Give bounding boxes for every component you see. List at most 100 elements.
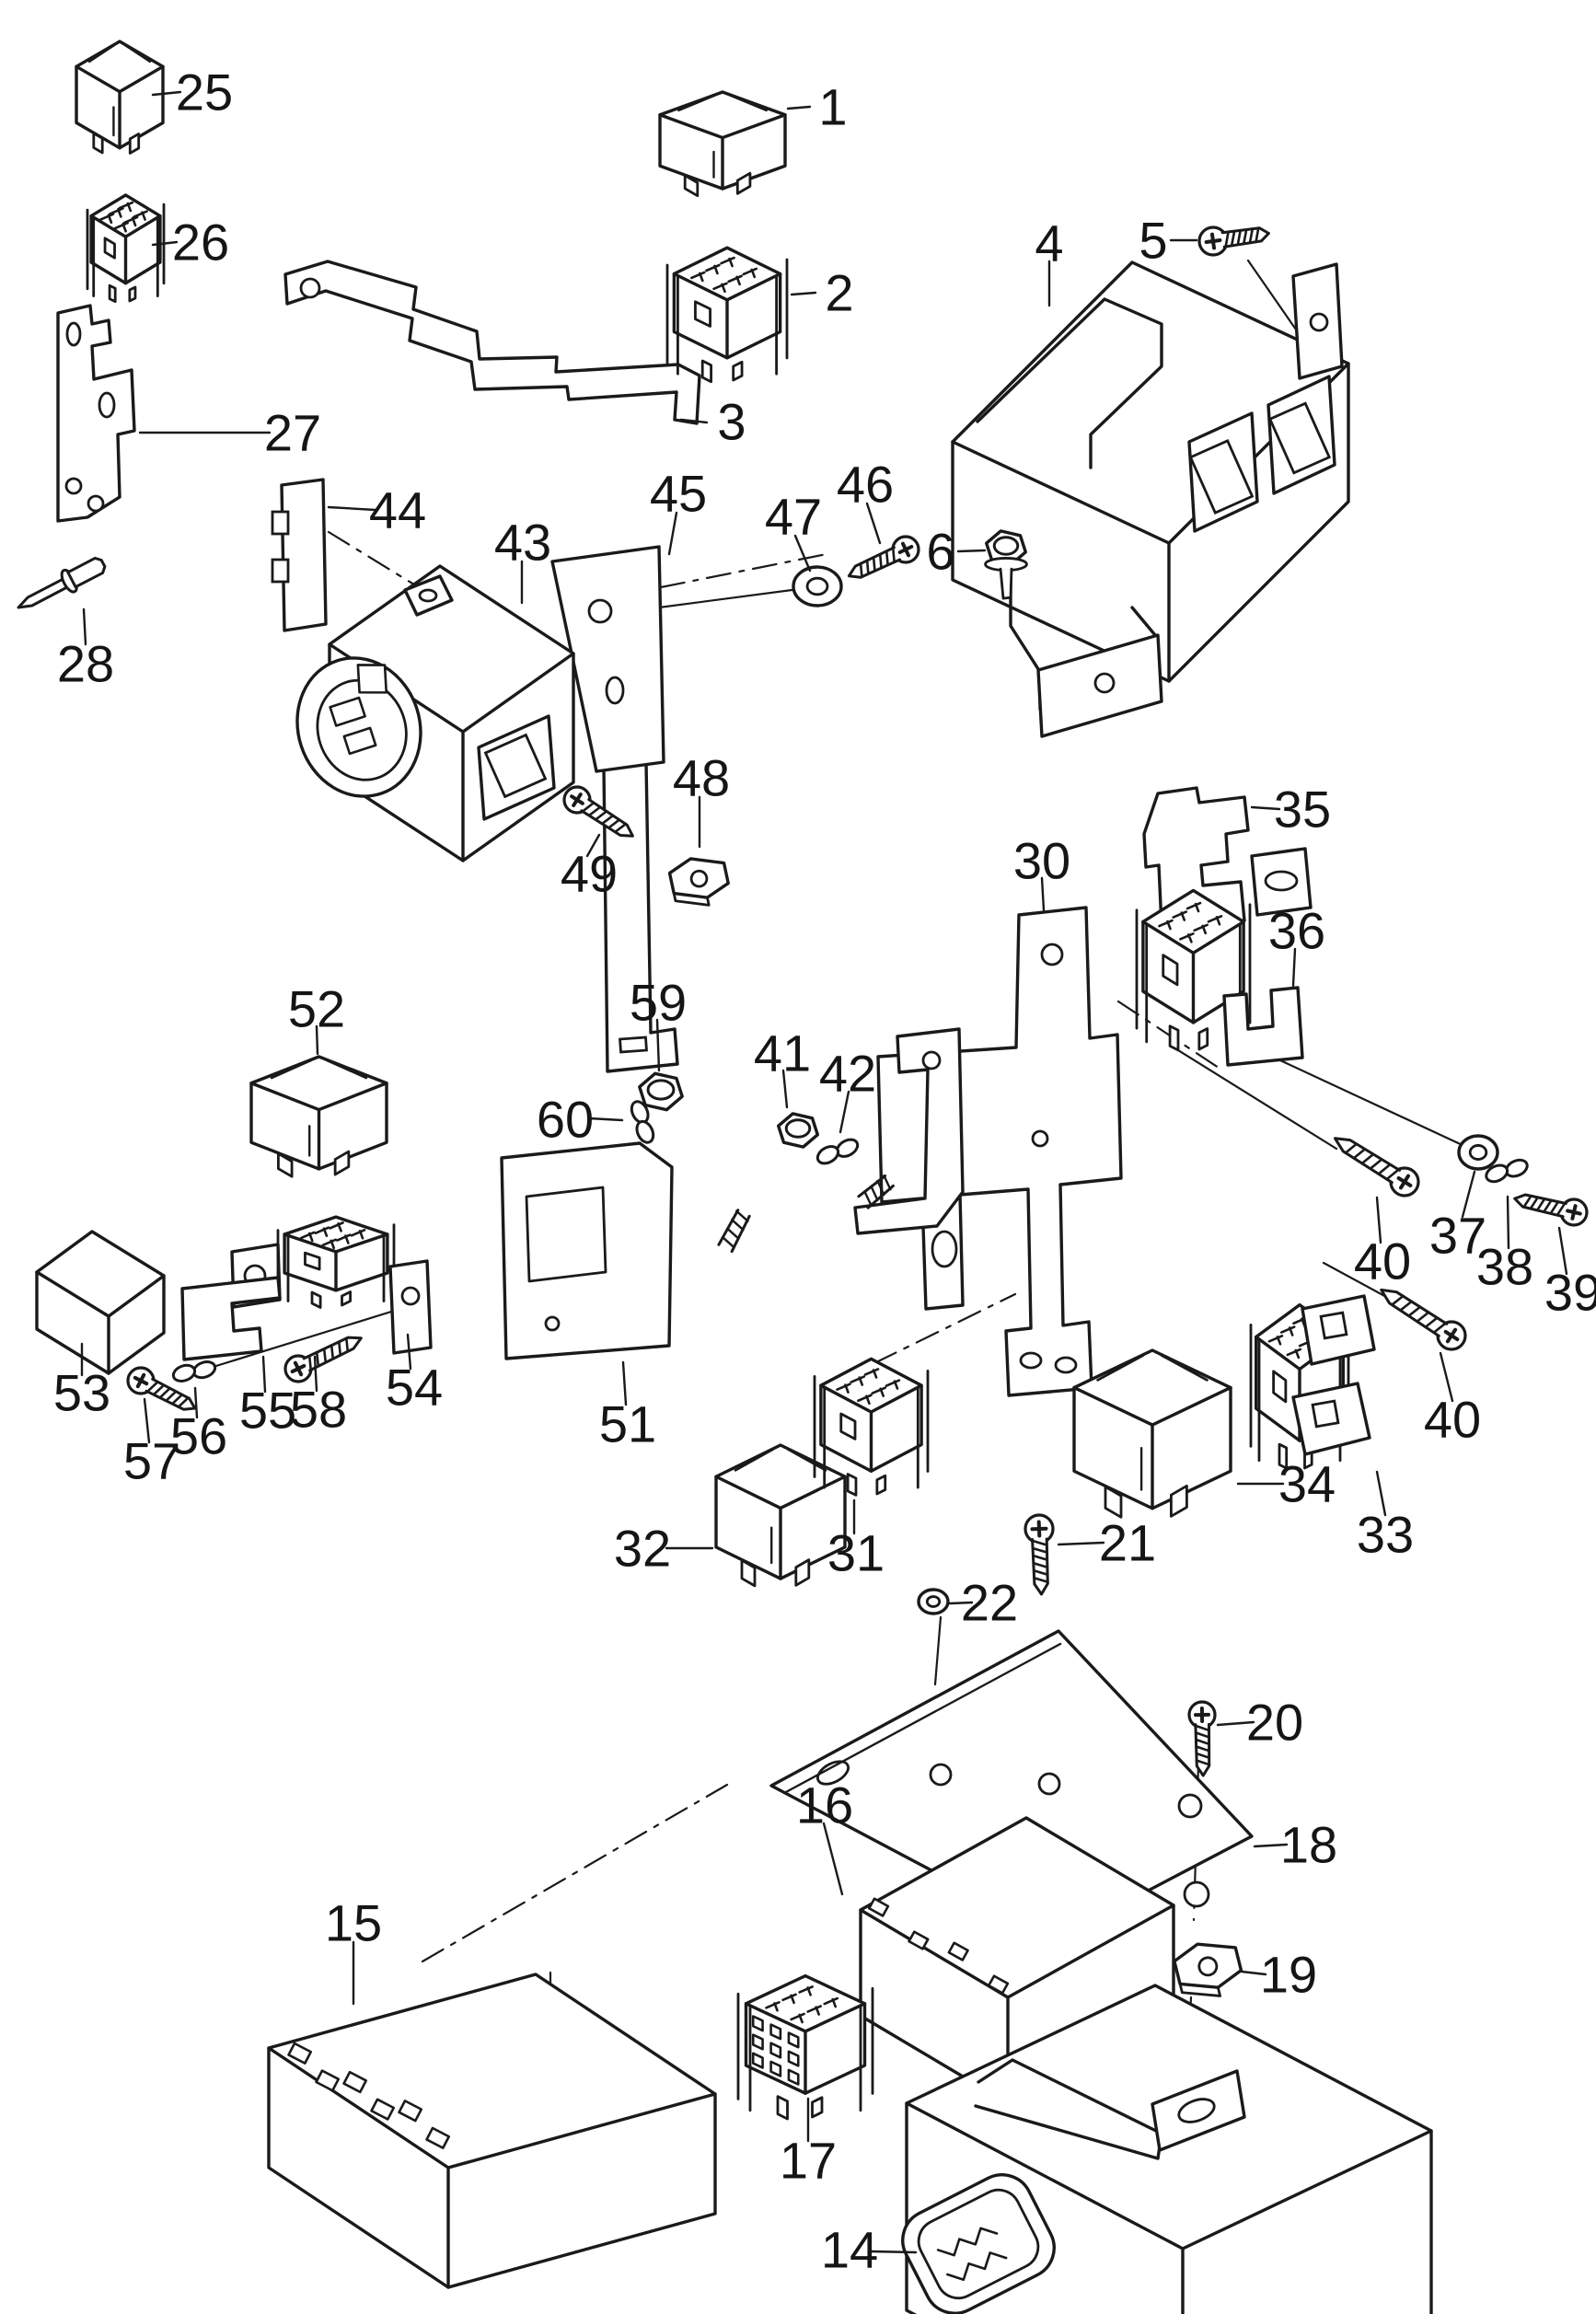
callout-label: 52 (288, 980, 345, 1038)
callout-leader (948, 1601, 974, 1605)
socket-31 (813, 1357, 930, 1497)
clip-42 (815, 1138, 860, 1165)
callout-33: 33 (1357, 1470, 1414, 1564)
callout-leader (655, 1018, 661, 1072)
callout-leader (587, 1117, 624, 1122)
relay-25 (75, 40, 165, 155)
callout-label: 33 (1357, 1506, 1414, 1564)
callout-label: 15 (325, 1894, 382, 1952)
callout-58: 58 (290, 1355, 347, 1439)
callout-label: 42 (819, 1045, 876, 1103)
callout-48: 48 (673, 749, 730, 849)
construction-line (933, 1615, 943, 1686)
plate-55 (180, 1276, 282, 1361)
clipnut-48 (667, 857, 730, 907)
callout-leader (781, 1069, 789, 1109)
callout-17: 17 (780, 2097, 837, 2190)
bracket-3 (283, 260, 701, 425)
callout-28: 28 (57, 607, 114, 693)
screw-21 (1024, 1513, 1055, 1596)
relay-1 (658, 90, 787, 198)
unit-4-step (976, 297, 1163, 469)
holder-block (276, 1215, 396, 1309)
callout-leader (585, 833, 601, 858)
screw-49 (562, 785, 634, 838)
callout-34: 34 (1236, 1455, 1336, 1513)
callout-leader (315, 1024, 319, 1056)
callout-47: 47 (765, 488, 822, 573)
construction-line (657, 587, 801, 609)
callout-leader (621, 1360, 628, 1406)
callout-4: 4 (1035, 214, 1064, 307)
callout-30: 30 (1013, 832, 1070, 912)
callout-leader (1461, 1170, 1476, 1219)
callout-leader (679, 418, 709, 424)
callout-55: 55 (239, 1355, 296, 1440)
callout-leader (406, 1333, 412, 1371)
callout-leader (313, 1355, 318, 1393)
callout-45: 45 (650, 465, 707, 556)
callout-label: 31 (827, 1524, 885, 1582)
callout-label: 22 (961, 1574, 1018, 1632)
construction-line (421, 1783, 729, 1963)
socket-17 (736, 1973, 874, 2121)
callout-label: 60 (537, 1091, 594, 1149)
callout-leader (865, 502, 882, 545)
callout-label: 47 (765, 488, 822, 546)
callout-label: 36 (1268, 902, 1325, 960)
unit-4-tab (1291, 262, 1344, 380)
callout-label: 14 (821, 2221, 878, 2279)
callout-leader (790, 291, 817, 296)
callout-label: 16 (796, 1776, 853, 1834)
screw-57 (126, 1366, 197, 1411)
callout-label: 39 (1544, 1264, 1596, 1322)
box-53 (35, 1230, 166, 1375)
callout-1: 1 (786, 78, 848, 136)
callout-leader (1291, 947, 1297, 988)
module-43-port (477, 714, 556, 821)
socket-35 (1135, 888, 1252, 1052)
callout-label: 54 (386, 1359, 443, 1417)
screw-39 (1513, 1193, 1589, 1227)
callout-leader (667, 511, 678, 556)
construction-line (1322, 1261, 1390, 1300)
unit-4-port-b (1266, 375, 1336, 495)
callout-16: 16 (796, 1776, 853, 1896)
dsub-face (901, 2173, 1056, 2314)
callout-label: 37 (1429, 1207, 1486, 1265)
clip-56 (171, 1360, 217, 1383)
pin-28 (17, 556, 107, 609)
callout-leader (151, 240, 179, 247)
callout-label: 27 (264, 404, 321, 462)
callout-36: 36 (1268, 902, 1325, 988)
callout-leader (1375, 1470, 1387, 1517)
callout-31: 31 (827, 1498, 885, 1582)
callout-label: 40 (1354, 1232, 1411, 1290)
callout-leader (261, 1355, 267, 1394)
screw-5 (1197, 226, 1270, 257)
callout-20: 20 (1216, 1694, 1303, 1752)
callout-35: 35 (1250, 781, 1331, 839)
callout-46: 46 (837, 456, 894, 545)
callout-leader (956, 549, 987, 553)
callout-60: 60 (537, 1091, 624, 1149)
callout-label: 4 (1035, 214, 1063, 272)
socket-2 (665, 246, 789, 384)
bracket-30 (876, 906, 1123, 1397)
socket-33-tab-b (1291, 1382, 1371, 1456)
callout-label: 38 (1476, 1238, 1533, 1296)
callout-27: 27 (138, 404, 321, 462)
callout-label: 53 (53, 1364, 110, 1422)
callout-label: 3 (717, 393, 746, 451)
callout-56: 56 (170, 1386, 227, 1465)
bracket-45 (550, 545, 665, 773)
callout-label: 58 (290, 1381, 347, 1439)
callout-label: 40 (1424, 1391, 1481, 1449)
clip-38 (1485, 1158, 1529, 1184)
callout-label: 51 (599, 1395, 656, 1453)
callout-43: 43 (494, 514, 551, 605)
callout-leader (143, 1397, 151, 1444)
construction-line (567, 552, 828, 607)
